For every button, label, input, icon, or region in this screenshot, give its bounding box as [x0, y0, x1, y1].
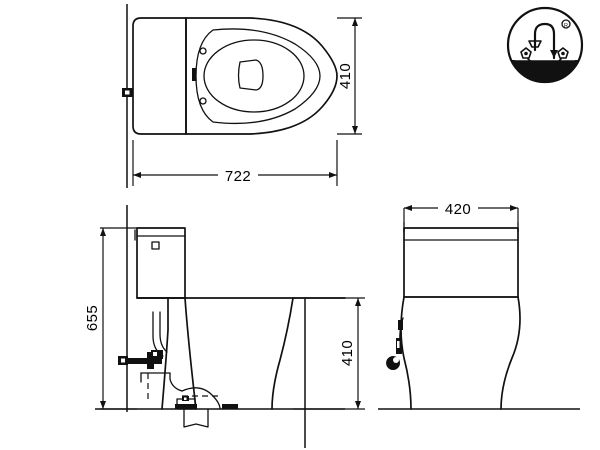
side-outlet-stub: [183, 408, 209, 428]
side-tank-body: [136, 227, 186, 299]
plan-seat-ring-outer: [195, 28, 321, 125]
side-trap-bend: [169, 372, 183, 392]
side-floor-flange: [175, 396, 238, 410]
logo-flower-left-center: [524, 51, 528, 56]
logo-faucet-spout: [528, 40, 542, 48]
front-width-dimension: 420: [403, 201, 519, 232]
logo-water-arrow: [550, 50, 558, 58]
logo-flower-right-icon: [557, 47, 569, 59]
side-trap-outlet-curve: [181, 387, 221, 410]
side-bowl-height-dimension: 410: [293, 297, 365, 410]
side-bowl-rear-profile: [184, 297, 197, 410]
side-view-group: 655 410: [84, 205, 365, 448]
plan-width-dimension-label: 722: [225, 168, 251, 185]
logo-basin-shape: [511, 60, 579, 83]
plan-depth-dimension-label: 410: [337, 63, 354, 89]
side-height-dimension: 655: [84, 227, 137, 410]
front-pedestal-right-profile: [500, 296, 521, 410]
logo-flower-left-stem: [527, 58, 535, 65]
manufacturer-logo: R: [506, 6, 584, 84]
plan-supply-bracket: [122, 88, 133, 97]
logo-faucet-icon: [533, 22, 556, 60]
logo-flower-right-center: [561, 51, 565, 56]
plan-view-group: 410 722: [122, 4, 362, 188]
plan-bowl-outline: [185, 17, 338, 135]
side-supply-valve: [118, 350, 163, 369]
front-view-group: 420: [378, 201, 580, 410]
plan-tank-outline: [132, 17, 187, 135]
side-flush-tube-right: [159, 311, 168, 353]
side-flush-tube-left: [152, 311, 164, 357]
front-supply-valve: [386, 317, 404, 370]
plan-depth-dimension: 410: [337, 17, 362, 135]
front-tank-body: [403, 227, 519, 298]
logo-trademark-glyph: R: [564, 23, 568, 29]
side-pedestal-edge: [271, 297, 294, 410]
front-pedestal-left-profile: [400, 296, 412, 410]
front-width-dimension-label: 420: [445, 201, 471, 218]
plan-width-dimension: 722: [132, 140, 338, 186]
plan-screw-hole-lower: [199, 97, 207, 105]
plan-flush-opening: [237, 59, 264, 91]
side-bowl-height-dimension-label: 410: [339, 340, 356, 366]
side-bowl-front-profile: [161, 297, 169, 410]
plan-seat-ring-inner: [203, 39, 305, 113]
logo-trademark-circle: [561, 19, 571, 29]
logo-flower-right-stem: [555, 58, 562, 65]
logo-flower-left-icon: [520, 47, 532, 59]
plan-button-slot: [192, 68, 196, 81]
side-flush-button: [151, 241, 160, 250]
side-height-dimension-label: 655: [84, 305, 101, 331]
plan-screw-hole-upper: [199, 47, 207, 55]
